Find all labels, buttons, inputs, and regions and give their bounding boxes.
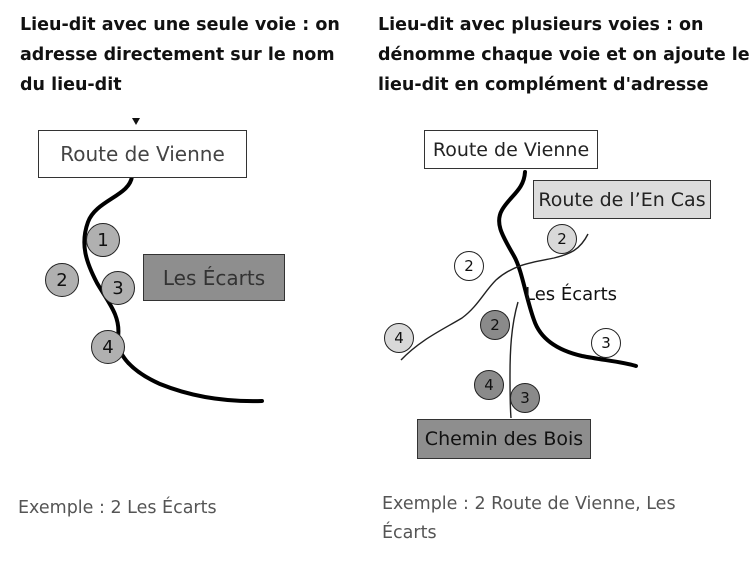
road-route-de-vienne-line (82, 174, 264, 404)
route-de-vienne-box: Route de Vienne (424, 130, 598, 169)
address-marker-3-route-de-vienne: 3 (591, 328, 621, 358)
les-ecarts-box: Les Écarts (143, 254, 285, 301)
address-marker-3: 3 (101, 271, 135, 305)
single-road-panel: Lieu-dit avec une seule voie : on adress… (0, 0, 370, 563)
address-marker-1: 1 (86, 223, 120, 257)
address-marker-3-chemin-des-bois: 3 (510, 383, 540, 413)
les-ecarts-label: Les Écarts (525, 284, 618, 305)
route-de-vienne-label: Route de Vienne (60, 142, 225, 166)
road-route-de-l-en-cas-line (400, 233, 589, 361)
route-de-l-en-cas-box: Route de l’En Cas (533, 180, 711, 219)
address-marker-2-route-de-vienne: 2 (454, 251, 484, 281)
road-route-de-vienne-line (497, 170, 638, 368)
les-ecarts-label: Les Écarts (162, 265, 266, 290)
address-marker-4: 4 (91, 330, 125, 364)
address-marker-2-chemin-des-bois: 2 (480, 310, 510, 340)
chemin-des-bois-label: Chemin des Bois (424, 428, 584, 450)
address-marker-2: 2 (45, 263, 79, 297)
single-road-heading: Lieu-dit avec une seule voie : on adress… (20, 15, 340, 95)
route-de-vienne-box: Route de Vienne (38, 130, 247, 178)
address-marker-4-route-en-cas: 4 (384, 323, 414, 353)
route-de-l-en-cas-label: Route de l’En Cas (538, 188, 706, 211)
single-road-example: Exemple : 2 Les Écarts (18, 498, 217, 518)
multiple-roads-heading: Lieu-dit avec plusieurs voies : on dénom… (378, 15, 750, 95)
single-road-map (82, 118, 264, 404)
address-marker-4-chemin-des-bois: 4 (474, 370, 504, 400)
address-marker-2-route-en-cas: 2 (547, 224, 577, 254)
road-chemin-des-bois-line (509, 301, 519, 419)
multiple-roads-panel: Lieu-dit avec plusieurs voies : on dénom… (370, 0, 751, 563)
route-de-vienne-label: Route de Vienne (432, 138, 590, 161)
multiple-roads-map (400, 170, 638, 419)
multiple-roads-example: Exemple : 2 Route de Vienne, Les Écarts (382, 494, 676, 543)
chemin-des-bois-box: Chemin des Bois (417, 419, 591, 459)
cursor-pointer-icon (132, 118, 140, 125)
